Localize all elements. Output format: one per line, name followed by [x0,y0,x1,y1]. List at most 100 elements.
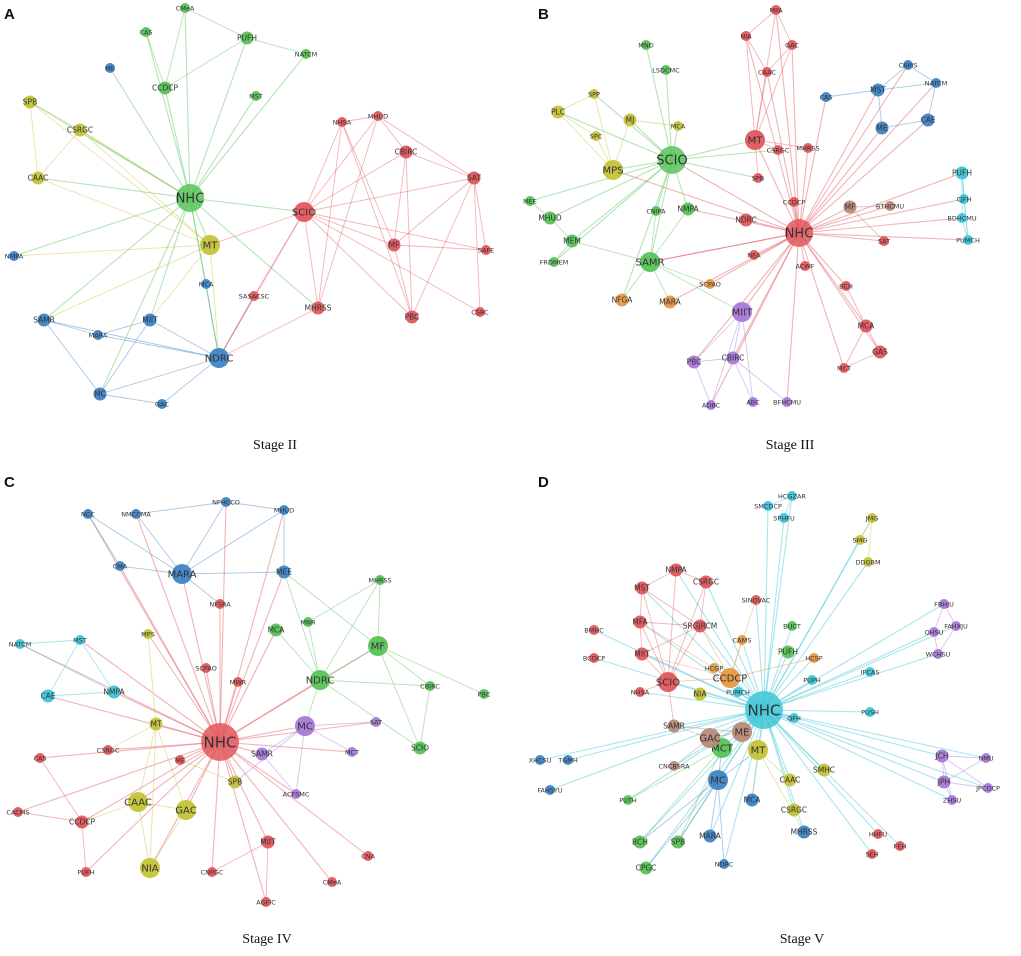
node-caac [762,67,772,77]
node-label-csrgc: CSRGC [693,578,719,587]
edge-ndrc-mf [319,645,379,681]
edge-nhc-pufh [189,37,248,199]
node-label-cacms: CACMS [6,808,29,816]
node-bcdcp [589,653,599,663]
node-label-bch: BCH [632,838,648,847]
node-mhrss [803,143,813,153]
node-label-spc: SPC [590,132,603,140]
node-seh [867,849,877,859]
node-label-xhcsu: XHCSU [529,756,552,764]
node-nia [140,858,160,878]
node-label-cas: CAS [819,93,832,101]
node-hcsp [809,653,819,663]
edge-mc-acfsmc [295,725,306,795]
node-label-samr: SAMR [636,258,665,269]
node-buct [787,621,797,631]
node-cacms [13,807,23,817]
edge-nmpa-natcm [19,643,115,693]
stage-label-c: Stage IV [242,932,292,947]
node-pufh [240,31,254,45]
edge-scio-mt [209,211,305,246]
edge-mt-nia [745,35,756,141]
edge-nphcco-mhud [225,501,285,511]
node-label-pbc: PBC [687,358,702,367]
edge-mfa-nia [745,9,777,37]
edge-sat-pbc [411,177,475,318]
node-mhud [373,111,383,121]
node-mca [201,279,211,289]
edge-mara-cma [119,565,183,575]
edge-nhc-cna [219,741,369,857]
node-label-bthcmu: BTHCMU [876,202,904,210]
node-scio [413,741,427,755]
stage-label-d: Stage V [779,932,825,947]
node-label-cma: CMA [113,562,128,570]
node-jpcdcp [983,783,993,793]
edge-nhsa-mhrss [317,121,343,309]
node-label-cas: CAS [33,754,46,762]
node-label-jch: JCH [934,752,948,761]
edge-mf-scio [377,645,421,749]
edge-nhc-mt [754,139,800,234]
node-label-nmpa: NMPA [103,688,125,697]
edge-nhc-mhrss [798,147,809,234]
edge-bch-mca [845,285,867,327]
node-pumch [733,687,743,697]
node-label-pumch: PUMCH [726,688,750,696]
edge-natcm-mst [19,639,81,645]
node-miit [732,302,752,322]
node-label-safe: SAFE [478,246,495,254]
network-graph-d: NHCCCDCPSCIOMCMTMCTMEGACSAMRNIAMIITMFAMS… [529,491,1000,875]
edge-nhc-zhsu [763,709,953,801]
node-label-mfa: MFA [769,6,783,14]
edge-scio-mfa [639,621,669,683]
edge-csrgc-nhc [79,129,191,199]
edge-nmpa-mst [79,639,115,693]
node-qhsu [929,627,939,637]
edge-mf-safe [393,244,487,251]
node-nhc [201,723,239,761]
edge-ndrc-mca [275,629,321,681]
edge-miit-cnpgc [211,841,269,873]
node-label-zhsu: ZHSU [943,796,961,804]
edge-nia-caac [745,35,768,73]
node-acfsmc [291,789,301,799]
node-caac [783,773,797,787]
edge-mct-puth [627,747,723,801]
edge-nhc-mst [189,95,257,199]
node-cpgc [639,861,653,875]
node-label-pufh: PUFH [952,169,972,178]
node-sat [371,717,381,727]
node-sphfu [779,513,789,523]
node-label-fahsyu: FAHSYU [537,786,563,794]
node-smhc [817,763,831,777]
edge-nhc-ndrc [219,679,321,743]
node-cncbsra [669,761,679,771]
node-cbirc [399,145,413,159]
edge-cbirc-abc [732,357,754,403]
node-ndrc [719,859,729,869]
edge-samr-miit [649,261,743,313]
edge-ndrc-samr [43,319,220,359]
edge-nhc-cbirc [732,232,800,359]
node-mara [703,829,717,843]
node-smg [855,535,865,545]
edge-scio-mhud [549,159,673,219]
node-label-fbhju: FBHJU [934,600,954,608]
node-label-pufh: PUFH [778,648,798,657]
edge-gas-mct [843,351,881,369]
edge-mst-cae [47,639,81,697]
node-mnr [303,617,313,627]
edge-nhc-ncc [87,513,221,743]
edge-scio-csrgc [667,581,707,683]
node-mf [843,200,857,214]
node-mt [149,717,163,731]
node-samr [37,313,51,327]
edge-nhc-hcgzar [763,495,793,711]
edge-samr-nmpa [649,208,689,263]
node-smcdcp [763,501,773,511]
node-mara [663,295,677,309]
node-label-gac: GAC [699,734,720,745]
node-label-caac: CAAC [124,798,152,809]
edge-samr-mc [43,319,101,395]
